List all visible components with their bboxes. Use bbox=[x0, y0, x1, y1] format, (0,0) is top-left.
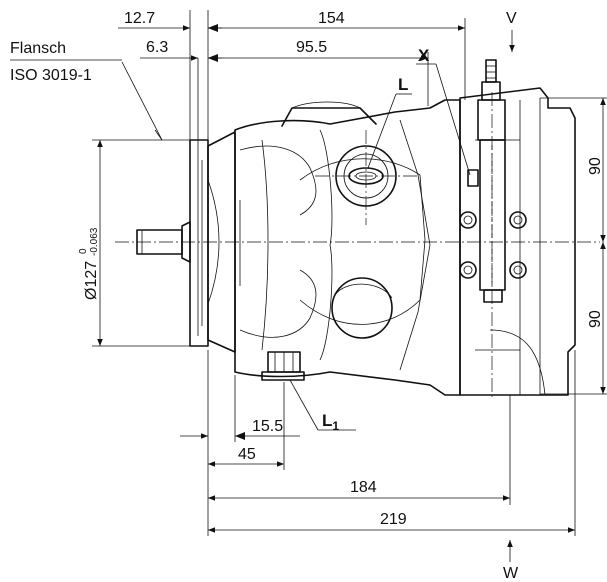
control-valve bbox=[467, 59, 506, 303]
tol-upper: 0 bbox=[78, 248, 89, 254]
dim-219: 219 bbox=[380, 511, 407, 528]
port-l1-plug bbox=[261, 351, 305, 381]
port-x-label: X bbox=[418, 46, 430, 65]
tol-lower: -0.063 bbox=[89, 227, 100, 256]
pump-drawing bbox=[115, 59, 600, 400]
dim-154: 154 bbox=[318, 10, 345, 27]
dimension-lines bbox=[10, 10, 607, 562]
pump-housing bbox=[234, 99, 461, 396]
diameter-label: Ø127 0 -0.063 bbox=[78, 227, 100, 300]
flange-standard: ISO 3019-1 bbox=[10, 67, 92, 84]
port-v-label: V bbox=[506, 10, 517, 27]
labels: 12.7 154 6.3 95.5 Flansch ISO 3019-1 V X… bbox=[10, 10, 604, 582]
dim-45: 45 bbox=[238, 446, 256, 463]
flange-label: Flansch bbox=[10, 40, 66, 57]
control-block bbox=[459, 59, 576, 396]
dim-12-7: 12.7 bbox=[124, 10, 155, 27]
dim-15-5: 15.5 bbox=[252, 418, 283, 435]
control-bolts bbox=[459, 211, 527, 279]
dim-184: 184 bbox=[350, 479, 377, 496]
lower-port bbox=[331, 277, 393, 339]
dim-6-3: 6.3 bbox=[146, 39, 168, 56]
port-l-label: L bbox=[398, 75, 408, 94]
dim-95-5: 95.5 bbox=[296, 39, 327, 56]
dim-90-bottom: 90 bbox=[587, 310, 604, 328]
dim-diameter: Ø127 bbox=[83, 261, 100, 300]
dim-90-top: 90 bbox=[587, 157, 604, 175]
port-w-label: W bbox=[503, 565, 519, 582]
port-l1-label: L1 bbox=[322, 411, 339, 433]
